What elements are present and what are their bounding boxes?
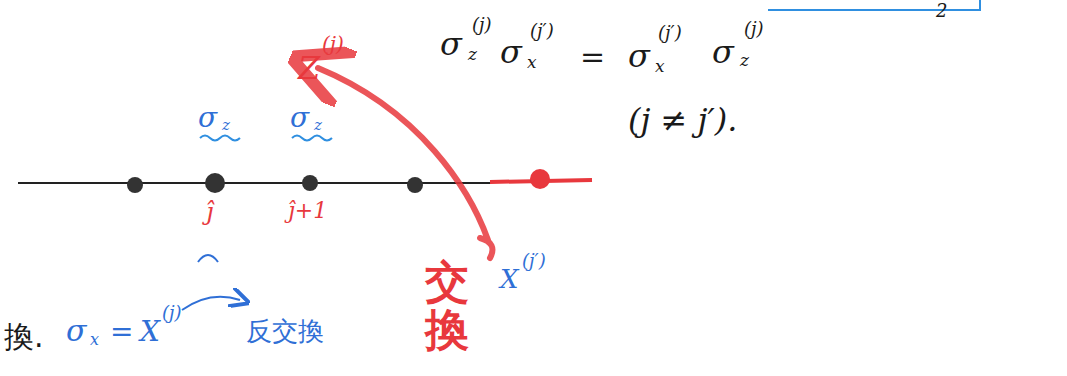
- note-label: (j′): [530, 22, 554, 40]
- note-label: σ: [66, 316, 86, 346]
- site-dot-red: [530, 169, 550, 189]
- note-label: x: [90, 332, 99, 348]
- box-fragment: [768, 0, 980, 10]
- note-label: =: [110, 318, 133, 346]
- note-label: σ: [712, 36, 734, 68]
- site-dot: [205, 173, 225, 193]
- note-label: σ: [500, 36, 522, 68]
- note-label: ĵ: [206, 200, 213, 224]
- note-label: 2: [936, 2, 947, 20]
- note-label: (j ≠ j′).: [628, 104, 737, 136]
- wavy-underline: [292, 136, 332, 141]
- note-label: (j): [322, 34, 344, 54]
- note-label: σ: [628, 40, 650, 72]
- site-dot: [407, 177, 423, 193]
- note-label: X: [140, 318, 160, 346]
- pointer-mark: [198, 255, 218, 262]
- note-label: z: [314, 118, 322, 133]
- exchange-arrow: [318, 68, 492, 258]
- note-label: Z: [298, 52, 320, 84]
- pointer-arrow: [182, 297, 240, 310]
- note-label: σ: [440, 28, 462, 60]
- note-label: 交換: [425, 258, 469, 355]
- note-label: σ: [198, 104, 217, 132]
- site-dot: [302, 175, 318, 191]
- note-label: 反交換: [246, 318, 324, 344]
- note-label: σ: [290, 104, 309, 132]
- note-label: x: [527, 54, 537, 71]
- note-label: X: [500, 266, 519, 292]
- note-label: (j′): [522, 252, 546, 270]
- note-label: (j): [162, 304, 182, 322]
- note-label: (j′): [658, 24, 682, 42]
- note-label: x: [655, 58, 665, 75]
- note-label: (j): [744, 20, 764, 38]
- note-label: z: [740, 52, 749, 69]
- note-label: 換.: [4, 322, 44, 352]
- note-label: (j): [472, 16, 492, 34]
- wavy-underline: [200, 136, 240, 141]
- note-label: =: [580, 42, 605, 72]
- site-dot: [127, 177, 143, 193]
- note-label: z: [222, 118, 230, 133]
- note-label: ĵ+1: [288, 200, 327, 222]
- note-label: z: [468, 46, 477, 63]
